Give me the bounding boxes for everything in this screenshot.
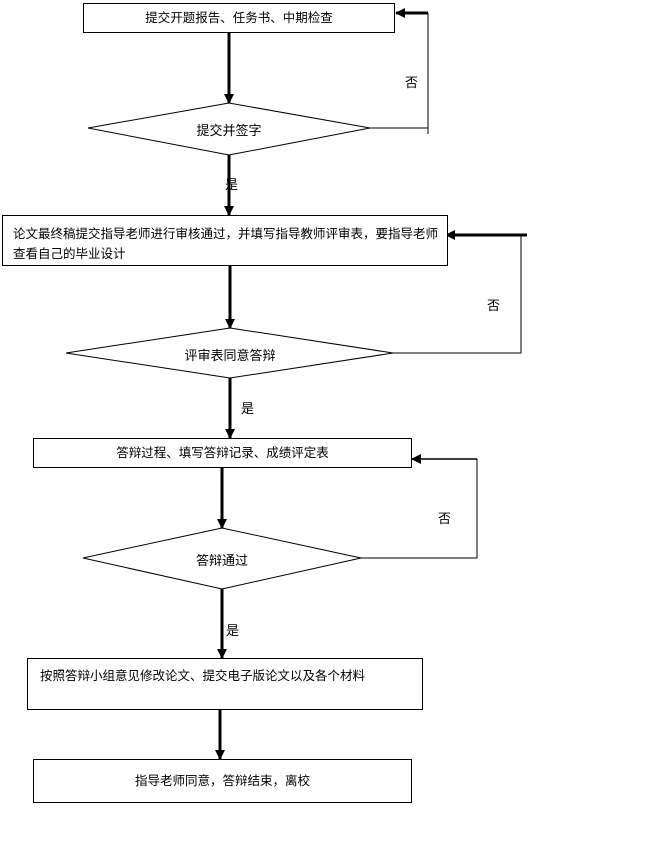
decision-label-defense-pass: 答辩通过 <box>195 554 248 569</box>
label-no-1: 否 <box>405 76 419 91</box>
decision-label-submit-sign: 提交并签字 <box>196 124 262 139</box>
step-text-final-draft-review: 论文最终稿提交指导老师进行审核通过，并填写指导教师评审表，要指导老师查看自己的毕… <box>13 226 439 261</box>
label-no-2: 否 <box>487 299 501 314</box>
step-box-leave-school: 指导老师同意，答辩结束，离校 <box>33 759 412 803</box>
step-text-leave-school: 指导老师同意，答辩结束，离校 <box>134 773 310 788</box>
step-box-defense-process: 答辩过程、填写答辩记录、成绩评定表 <box>33 438 412 468</box>
step-text-defense-process: 答辩过程、填写答辩记录、成绩评定表 <box>116 445 329 460</box>
step-text-revise-thesis: 按照答辩小组意见修改论文、提交电子版论文以及各个材料 <box>40 668 366 683</box>
step-box-final-draft-review: 论文最终稿提交指导老师进行审核通过，并填写指导教师评审表，要指导老师查看自己的毕… <box>2 215 448 266</box>
step-box-revise-thesis: 按照答辩小组意见修改论文、提交电子版论文以及各个材料 <box>27 658 423 710</box>
decision-label-review-approve: 评审表同意答辩 <box>184 349 276 364</box>
step-box-submit-reports: 提交开题报告、任务书、中期检查 <box>83 3 395 33</box>
label-yes-2: 是 <box>241 402 255 417</box>
loop-no-2 <box>393 235 522 354</box>
label-yes-1: 是 <box>225 178 239 193</box>
label-yes-3: 是 <box>226 624 240 639</box>
loop-no-3 <box>361 459 478 559</box>
label-no-3: 否 <box>438 512 452 527</box>
step-text-submit-reports: 提交开题报告、任务书、中期检查 <box>145 10 333 25</box>
